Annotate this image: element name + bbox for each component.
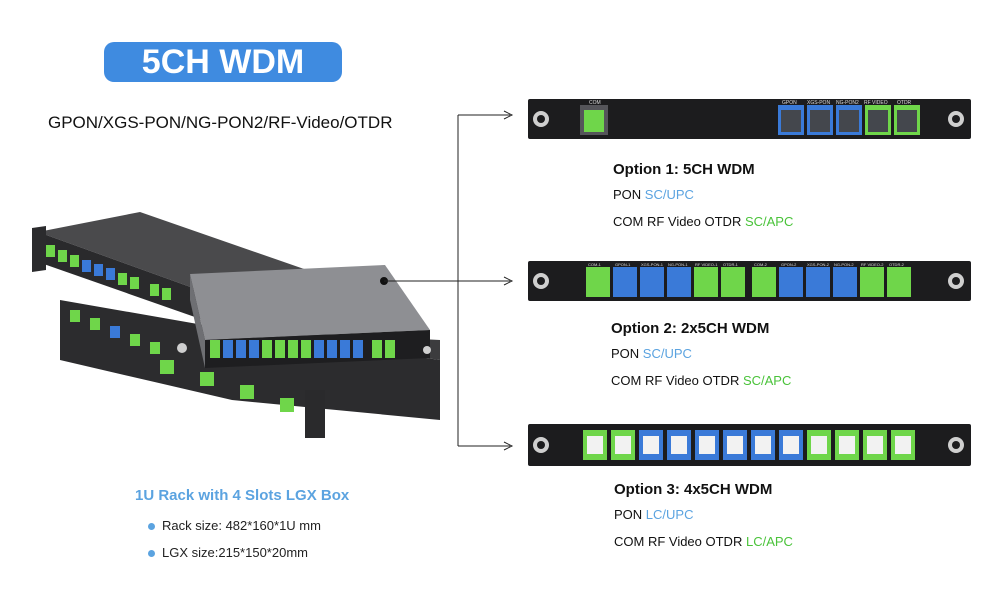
panel-label: OTDR bbox=[897, 100, 912, 106]
panel-label: OTDR-2 bbox=[889, 262, 904, 267]
pon-connector: SC/UPC bbox=[644, 187, 694, 202]
com-connector: LC/APC bbox=[745, 534, 793, 549]
panel-option-3 bbox=[528, 424, 971, 466]
option-3-title: Option 3: 4x5CH WDM bbox=[614, 481, 773, 498]
panel-label: RF VIDEO bbox=[864, 100, 888, 106]
pon-label: PON bbox=[614, 507, 643, 522]
spec-text: Rack size: 482*160*1U mm bbox=[162, 518, 321, 533]
panel-option-2 bbox=[528, 261, 971, 301]
com-label: COM RF Video OTDR bbox=[611, 373, 740, 388]
panel-label: GPON-1 bbox=[615, 262, 631, 267]
panel-label: RF VIDEO-2 bbox=[861, 262, 884, 267]
panel-label: COM-2 bbox=[754, 262, 767, 267]
pon-label: PON bbox=[613, 187, 642, 202]
option-2-title: Option 2: 2x5CH WDM bbox=[611, 320, 770, 337]
pon-connector: SC/UPC bbox=[642, 346, 692, 361]
panel-label: RF VIDEO-1 bbox=[695, 262, 718, 267]
option-2-pon: PON SC/UPC bbox=[611, 346, 692, 361]
panel-label: GPON bbox=[782, 100, 797, 106]
panel-label: GPON-2 bbox=[781, 262, 797, 267]
option-3-com: COM RF Video OTDR LC/APC bbox=[614, 534, 793, 549]
com-connector: SC/APC bbox=[744, 214, 794, 229]
panel-label: COM bbox=[589, 100, 601, 106]
connector-lines bbox=[380, 110, 514, 451]
panel-label: NG-PON2 bbox=[836, 100, 859, 106]
option-2-com: COM RF Video OTDR SC/APC bbox=[611, 373, 791, 388]
panel-label: OTDR-1 bbox=[723, 262, 738, 267]
com-label: COM RF Video OTDR bbox=[614, 534, 743, 549]
title-badge: 5CH WDM bbox=[104, 42, 342, 82]
panel-label: XGS-PON-2 bbox=[807, 262, 830, 267]
spec-text: LGX size:215*150*20mm bbox=[162, 545, 308, 560]
panel-label: XGS-PON bbox=[807, 100, 831, 106]
pon-connector: LC/UPC bbox=[645, 507, 694, 522]
option-1-pon: PON SC/UPC bbox=[613, 187, 694, 202]
panel-label: NG-PON-2 bbox=[834, 262, 854, 267]
rack-title: 1U Rack with 4 Slots LGX Box bbox=[135, 487, 350, 504]
subtitle: GPON/XGS-PON/NG-PON2/RF-Video/OTDR bbox=[48, 113, 393, 132]
pon-label: PON bbox=[611, 346, 640, 361]
spec-lgx-size: LGX size:215*150*20mm bbox=[148, 545, 308, 560]
rack-product-image bbox=[32, 212, 440, 438]
bullet-icon bbox=[148, 550, 155, 558]
panel-label: XGS-PON-1 bbox=[641, 262, 664, 267]
option-1-title: Option 1: 5CH WDM bbox=[613, 161, 755, 178]
panel-option-1 bbox=[528, 99, 971, 139]
panel-label: NG-PON-1 bbox=[668, 262, 688, 267]
com-connector: SC/APC bbox=[742, 373, 792, 388]
spec-rack-size: Rack size: 482*160*1U mm bbox=[148, 518, 321, 533]
bullet-icon bbox=[148, 523, 155, 531]
option-3-pon: PON LC/UPC bbox=[614, 507, 693, 522]
panel-label: COM-1 bbox=[588, 262, 601, 267]
com-label: COM RF Video OTDR bbox=[613, 214, 742, 229]
option-1-com: COM RF Video OTDR SC/APC bbox=[613, 214, 793, 229]
